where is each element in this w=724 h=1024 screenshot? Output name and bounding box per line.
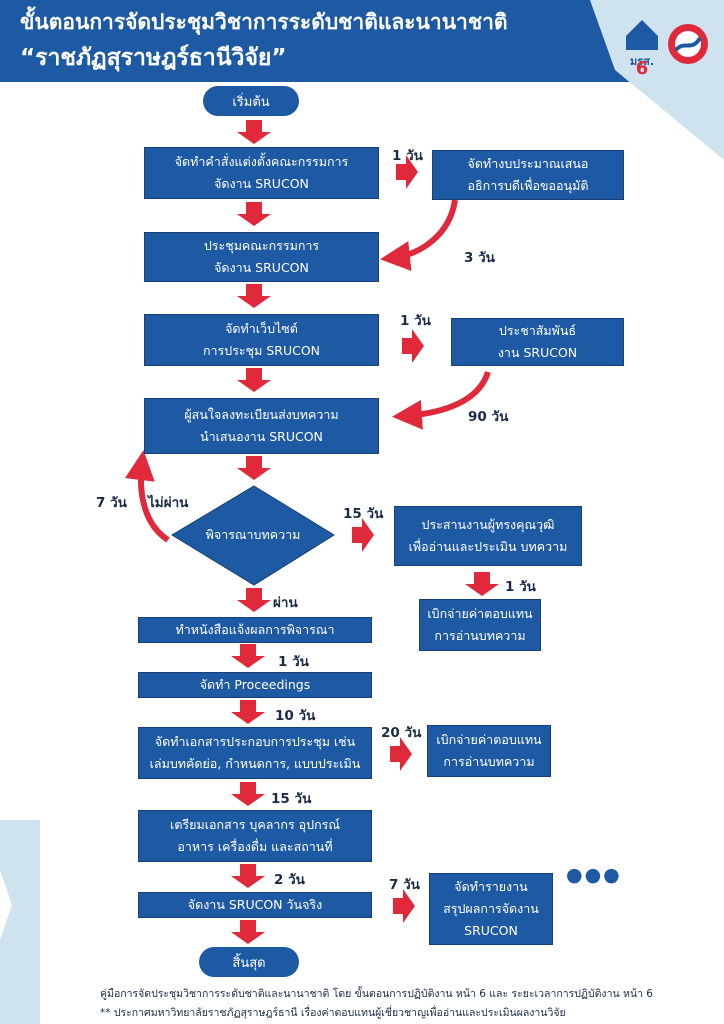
- review-decision-label: พิจารณาบทความ: [205, 527, 301, 542]
- down-arrow: [465, 572, 499, 596]
- notify-box: ทำหนังสือแจ้งผลการพิจารณา: [138, 617, 372, 643]
- down-arrow: [237, 456, 271, 480]
- box-line: การอ่านบทความ: [443, 754, 535, 769]
- box-line: เล่มบทคัดย่อ, กำหนดการ, แบบประเมิน: [149, 756, 361, 771]
- start-node: เริ่มต้น: [203, 86, 299, 116]
- box-line: จัดงาน SRUCON: [214, 176, 309, 191]
- box-line: ประชุมคณะกรรมการ: [203, 238, 320, 254]
- footnote-2: ** ประกาศมหาวิทยาลัยราชภัฏสุราษฎร์ธานี เ…: [100, 1007, 566, 1019]
- down-arrow: [231, 920, 265, 944]
- branch-label-pass: ผ่าน: [273, 595, 298, 611]
- box-line: สรุปผลการจัดงาน: [443, 901, 539, 917]
- box-line: เพื่ออ่านและประเมิน บทความ: [408, 539, 568, 554]
- documents-box: จัดทำเอกสารประกอบการประชุม เช่นเล่มบทคัด…: [138, 727, 372, 779]
- bottom-left-notch: [0, 870, 12, 940]
- down-arrow: [237, 284, 271, 308]
- box-line: เบิกจ่ายค่าตอบแทน: [427, 606, 533, 622]
- duration-label: 90 วัน: [468, 409, 509, 425]
- box-line: งาน SRUCON: [497, 345, 578, 360]
- end-node: สิ้นสุด: [199, 947, 299, 977]
- report-box: จัดทำรายงานสรุปผลการจัดงาน SRUCON: [429, 873, 553, 945]
- right-arrow: [402, 329, 424, 363]
- down-arrow: [237, 202, 271, 226]
- university-logo-icon: [626, 20, 658, 50]
- box-line: SRUCON: [464, 922, 518, 938]
- duration-label: 3 วัน: [464, 250, 495, 266]
- down-arrow: [237, 120, 271, 144]
- box-line: จัดทำรายงาน: [454, 879, 528, 895]
- page-title-line1: ขั้นตอนการจัดประชุมวิชาการระดับชาติและนา…: [20, 10, 508, 34]
- duration-label: 15 วัน: [271, 791, 312, 807]
- committee-order-box: จัดทำคำสั่งแต่งตั้งคณะกรรมการจัดงาน SRUC…: [144, 147, 379, 199]
- pay-reviewers-box-2: เบิกจ่ายค่าตอบแทนการอ่านบทความ: [427, 725, 551, 777]
- right-arrow: [393, 889, 415, 923]
- box-line: เตรียมเอกสาร บุคลากร อุปกรณ์: [170, 817, 340, 833]
- down-arrow: [237, 368, 271, 392]
- submission-box: ผู้สนใจลงทะเบียนส่งบทความนำเสนองาน SRUCO…: [144, 398, 379, 454]
- duration-label: 2 วัน: [274, 872, 305, 888]
- box-line: การอ่านบทความ: [434, 628, 526, 643]
- proceedings-box: จัดทำ Proceedings: [138, 672, 372, 698]
- university-logo: มรส. 6: [620, 18, 664, 79]
- event-day-box: จัดงาน SRUCON วันจริง: [138, 892, 372, 918]
- duration-label: 7 วัน: [389, 877, 420, 893]
- page-title-line2: “ราชภัฏสุราษฎร์ธานีวิจัย”: [20, 45, 287, 71]
- box-line: จัดทำงบประมาณเสนอ: [467, 156, 589, 172]
- duration-label: 15 วัน: [343, 506, 384, 522]
- box-line: จัดงาน SRUCON: [214, 260, 309, 275]
- down-arrow: [231, 864, 265, 888]
- box-line: ทำหนังสือแจ้งผลการพิจารณา: [175, 622, 335, 638]
- reviewers-box: ประสานงานผู้ทรงคุณวุฒิเพื่ออ่านและประเมิ…: [394, 506, 582, 566]
- box-line: อาหาร เครื่องดื่ม และสถานที่: [177, 839, 333, 854]
- duration-label: 1 วัน: [278, 654, 309, 670]
- prepare-box: เตรียมเอกสาร บุคลากร อุปกรณ์อาหาร เครื่อ…: [138, 810, 372, 862]
- box-line: เบิกจ่ายค่าตอบแทน: [436, 732, 542, 748]
- right-arrow: [396, 155, 418, 189]
- pr-box: ประชาสัมพันธ์งาน SRUCON: [451, 318, 624, 366]
- curved-arrow-fail-back: [124, 450, 170, 543]
- box-line: การประชุม SRUCON: [202, 343, 321, 358]
- footnote-1: คู่มือการจัดประชุมวิชาการระดับชาติและนาน…: [100, 988, 653, 1000]
- duration-label: 7 วัน: [96, 495, 127, 511]
- curved-arrow-submission: [392, 370, 491, 430]
- down-arrow: [231, 700, 265, 724]
- budget-box: จัดทำงบประมาณเสนออธิการบดีเพื่อขออนุมัติ: [432, 150, 624, 200]
- down-arrow: [231, 644, 265, 668]
- box-line: จัดทำ Proceedings: [199, 677, 311, 693]
- down-arrow: [231, 782, 265, 806]
- website-box: จัดทำเว็บไซต์การประชุม SRUCON: [144, 314, 379, 366]
- box-line: จัดทำเว็บไซต์: [225, 321, 298, 337]
- box-line: ประสานงานผู้ทรงคุณวุฒิ: [421, 517, 555, 533]
- duration-label: 1 วัน: [400, 313, 431, 329]
- duration-label: 1 วัน: [392, 148, 423, 164]
- duration-label: 20 วัน: [381, 725, 422, 741]
- pay-reviewers-box-1: เบิกจ่ายค่าตอบแทนการอ่านบทความ: [419, 599, 541, 651]
- box-line: นำเสนองาน SRUCON: [200, 429, 323, 444]
- srucon-logo-icon: [668, 24, 708, 64]
- box-line: จัดทำเอกสารประกอบการประชุม เช่น: [154, 734, 356, 750]
- box-line: ประชาสัมพันธ์: [498, 323, 577, 339]
- branch-label-fail: ไม่ผ่าน: [148, 495, 189, 511]
- right-arrow: [352, 518, 374, 552]
- duration-label: 10 วัน: [275, 708, 316, 724]
- down-arrow: [237, 588, 271, 612]
- box-line: อธิการบดีเพื่อขออนุมัติ: [467, 178, 589, 193]
- box-line: จัดทำคำสั่งแต่งตั้งคณะกรรมการ: [174, 154, 349, 170]
- box-line: จัดงาน SRUCON วันจริง: [187, 897, 323, 913]
- box-line: ผู้สนใจลงทะเบียนส่งบทความ: [184, 407, 339, 423]
- curved-arrow-meeting: [380, 199, 458, 271]
- bottom-left-decoration: [0, 820, 40, 1024]
- university-logo-number: 6: [635, 58, 649, 79]
- continuation-dots: ●●●: [566, 864, 622, 886]
- university-logo-badge-text: มรส.: [629, 55, 655, 68]
- right-arrow: [390, 737, 412, 771]
- duration-label: 1 วัน: [505, 579, 536, 595]
- committee-meeting-box: ประชุมคณะกรรมการจัดงาน SRUCON: [144, 232, 379, 282]
